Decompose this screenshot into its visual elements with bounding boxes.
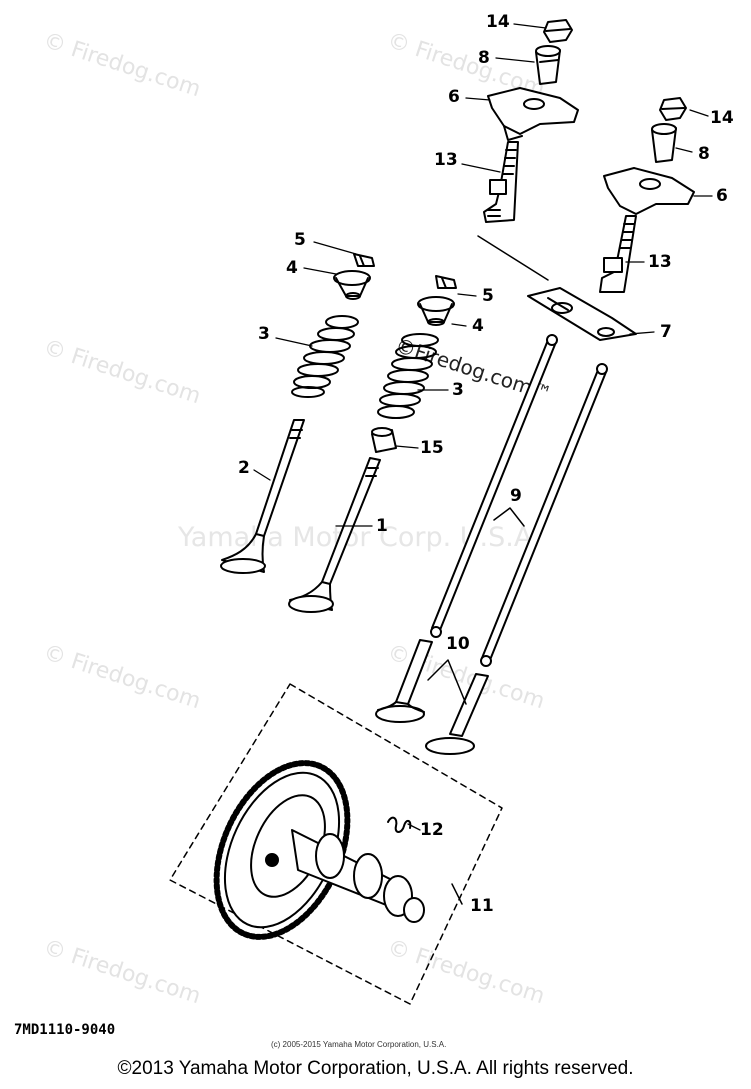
leader-10 xyxy=(427,659,467,705)
camshaft-gear-11 xyxy=(213,760,351,940)
callout-13: 13 xyxy=(648,252,672,272)
tappet-10 xyxy=(375,639,489,755)
stud-13-right xyxy=(599,215,637,293)
callout-7: 7 xyxy=(660,322,672,342)
camshaft xyxy=(291,829,425,923)
callout-8: 8 xyxy=(698,144,710,164)
nut-14-right xyxy=(659,97,687,121)
callout-8: 8 xyxy=(478,48,490,68)
callout-6: 6 xyxy=(448,87,460,107)
leader-11 xyxy=(451,883,463,905)
plate-7 xyxy=(527,287,637,341)
stem-seal-15 xyxy=(371,427,397,453)
callout-11: 11 xyxy=(470,896,494,916)
diagram-code: 7MD1110-9040 xyxy=(14,1022,116,1038)
callout-6: 6 xyxy=(716,186,728,206)
callout-14: 14 xyxy=(486,12,510,32)
callout-5: 5 xyxy=(482,286,494,306)
cotter-5-right xyxy=(435,275,457,289)
cotter-5-left xyxy=(353,253,375,267)
footer-copyright: ©2013 Yamaha Motor Corporation, U.S.A. A… xyxy=(117,1058,634,1079)
callout-10: 10 xyxy=(446,634,470,654)
callout-4: 4 xyxy=(472,316,484,336)
push-rod-9 xyxy=(430,334,608,667)
camshaft-assembly-box xyxy=(169,683,503,1005)
valve-spring-3-right xyxy=(377,333,439,419)
spring-12 xyxy=(387,816,412,833)
callout-1: 1 xyxy=(376,516,388,536)
callout-13: 13 xyxy=(434,150,458,170)
valve-2 xyxy=(220,419,305,574)
callout-4: 4 xyxy=(286,258,298,278)
callout-9: 9 xyxy=(510,486,522,506)
adjuster-8-right xyxy=(651,123,677,163)
callout-2: 2 xyxy=(238,458,250,478)
stud-13-left xyxy=(483,141,519,223)
small-copyright: (c) 2005-2015 Yamaha Motor Corporation, … xyxy=(271,1040,447,1049)
callout-12: 12 xyxy=(420,820,444,840)
callout-leaders xyxy=(253,23,713,831)
retainer-4-right xyxy=(417,296,455,326)
rocker-arm-6-right xyxy=(603,167,695,215)
callout-3: 3 xyxy=(452,380,464,400)
callout-14: 14 xyxy=(710,108,734,128)
nut-14-left xyxy=(543,19,573,43)
rocker-arm-6-left xyxy=(487,87,579,141)
callout-15: 15 xyxy=(420,438,444,458)
leader-line xyxy=(477,235,549,281)
valve-1 xyxy=(288,457,381,613)
retainer-4-left xyxy=(333,270,371,300)
callout-5: 5 xyxy=(294,230,306,250)
leader-9 xyxy=(493,507,525,527)
callout-3: 3 xyxy=(258,324,270,344)
valve-spring-3-left xyxy=(291,315,359,398)
adjuster-8-left xyxy=(535,45,561,85)
